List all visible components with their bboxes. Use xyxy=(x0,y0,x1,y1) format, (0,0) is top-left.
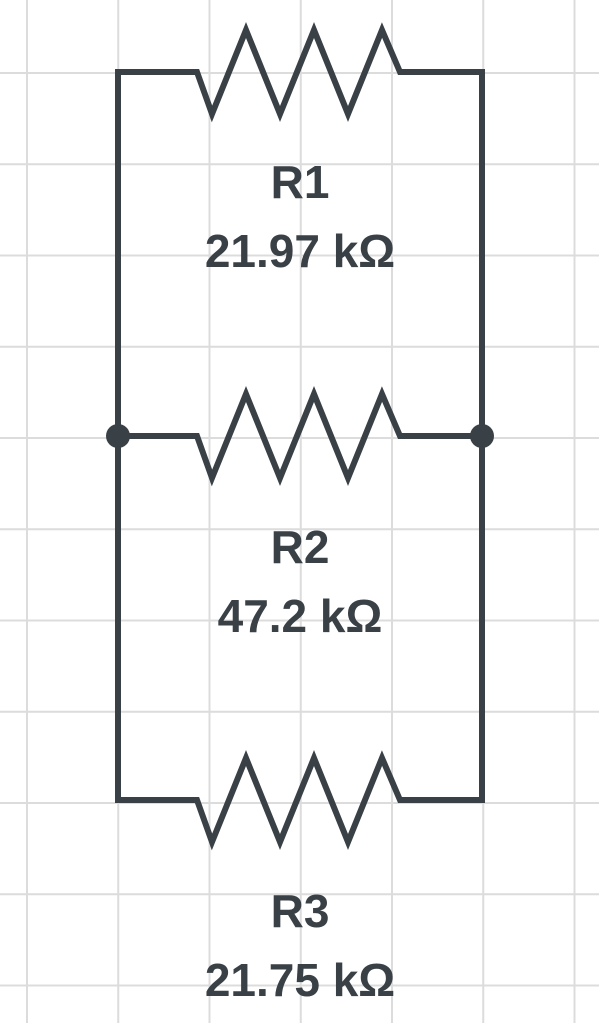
junction-node-right xyxy=(470,424,494,448)
resistor-r1-name: R1 xyxy=(270,156,330,208)
resistor-r1-symbol xyxy=(115,22,485,123)
resistor-r3-name: R3 xyxy=(270,885,330,937)
resistor-r2-symbol xyxy=(115,386,485,487)
resistor-r2-name: R2 xyxy=(270,521,330,573)
resistor-r3-value: 21.75 kΩ xyxy=(204,954,396,1006)
junction-node-left xyxy=(106,424,130,448)
resistor-r3-symbol xyxy=(115,750,485,851)
resistor-r2-value: 47.2 kΩ xyxy=(217,590,383,642)
resistor-r1-value: 21.97 kΩ xyxy=(204,225,396,277)
